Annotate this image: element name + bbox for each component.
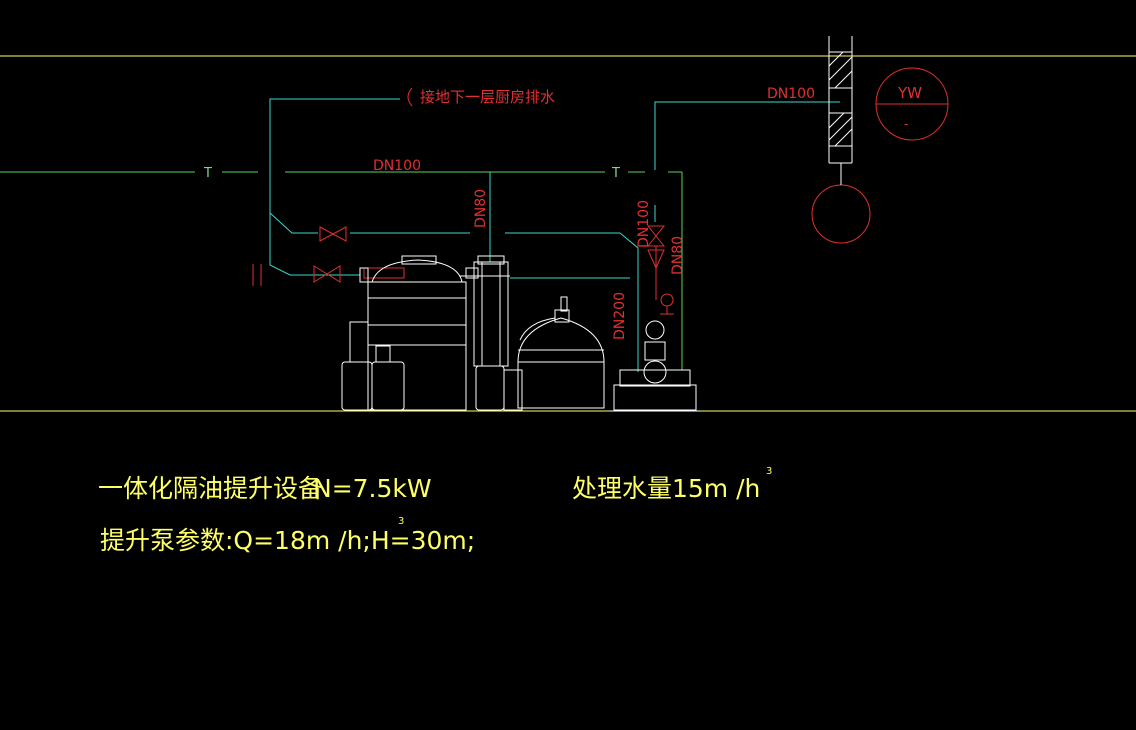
oil-separator-equipment — [341, 255, 700, 412]
tee-mark-right: T — [611, 166, 620, 181]
boundary-lines — [0, 55, 1136, 412]
top-note-label: 接地下一层厨房排水 — [420, 88, 555, 106]
wall-penetration — [828, 36, 853, 185]
green-main-pipe — [0, 171, 683, 370]
yw-well-sublabel: - — [904, 117, 908, 131]
valve-upper-icon — [319, 226, 347, 242]
capacity-superscript: 3 — [766, 466, 772, 477]
equipment-name-note: 一体化隔油提升设备 — [98, 474, 323, 503]
outlet-dn100-vertical-label: DN100 — [636, 200, 652, 248]
outlet-dn100-horizontal-label: DN100 — [767, 86, 815, 102]
tee-mark-left: T — [203, 166, 212, 181]
pump-superscript: 3 — [398, 516, 404, 527]
wall-sleeve-circle — [811, 184, 871, 244]
conical-tank — [517, 317, 605, 409]
main-pipe-dn100-label: DN100 — [373, 158, 421, 174]
pump-column — [473, 261, 509, 367]
valve-lower-icon — [313, 265, 341, 283]
equipment-power-note: N=7.5kW — [313, 474, 432, 503]
treatment-capacity-note: 处理水量15m /h — [572, 474, 760, 503]
pressure-gauge-icon — [660, 293, 674, 307]
riser-dn200-label: DN200 — [612, 292, 628, 340]
pump-parameters-note: 提升泵参数:Q=18m /h;H=30m; — [100, 526, 475, 555]
outlet-dn80-vertical-label: DN80 — [670, 236, 686, 275]
yw-well-label: YW — [897, 84, 922, 102]
cyan-pipes — [269, 98, 840, 372]
lift-pump-base — [613, 384, 697, 411]
main-separator-tank — [367, 281, 467, 411]
riser-dn80-label: DN80 — [473, 189, 489, 228]
red-annotations — [252, 67, 949, 315]
